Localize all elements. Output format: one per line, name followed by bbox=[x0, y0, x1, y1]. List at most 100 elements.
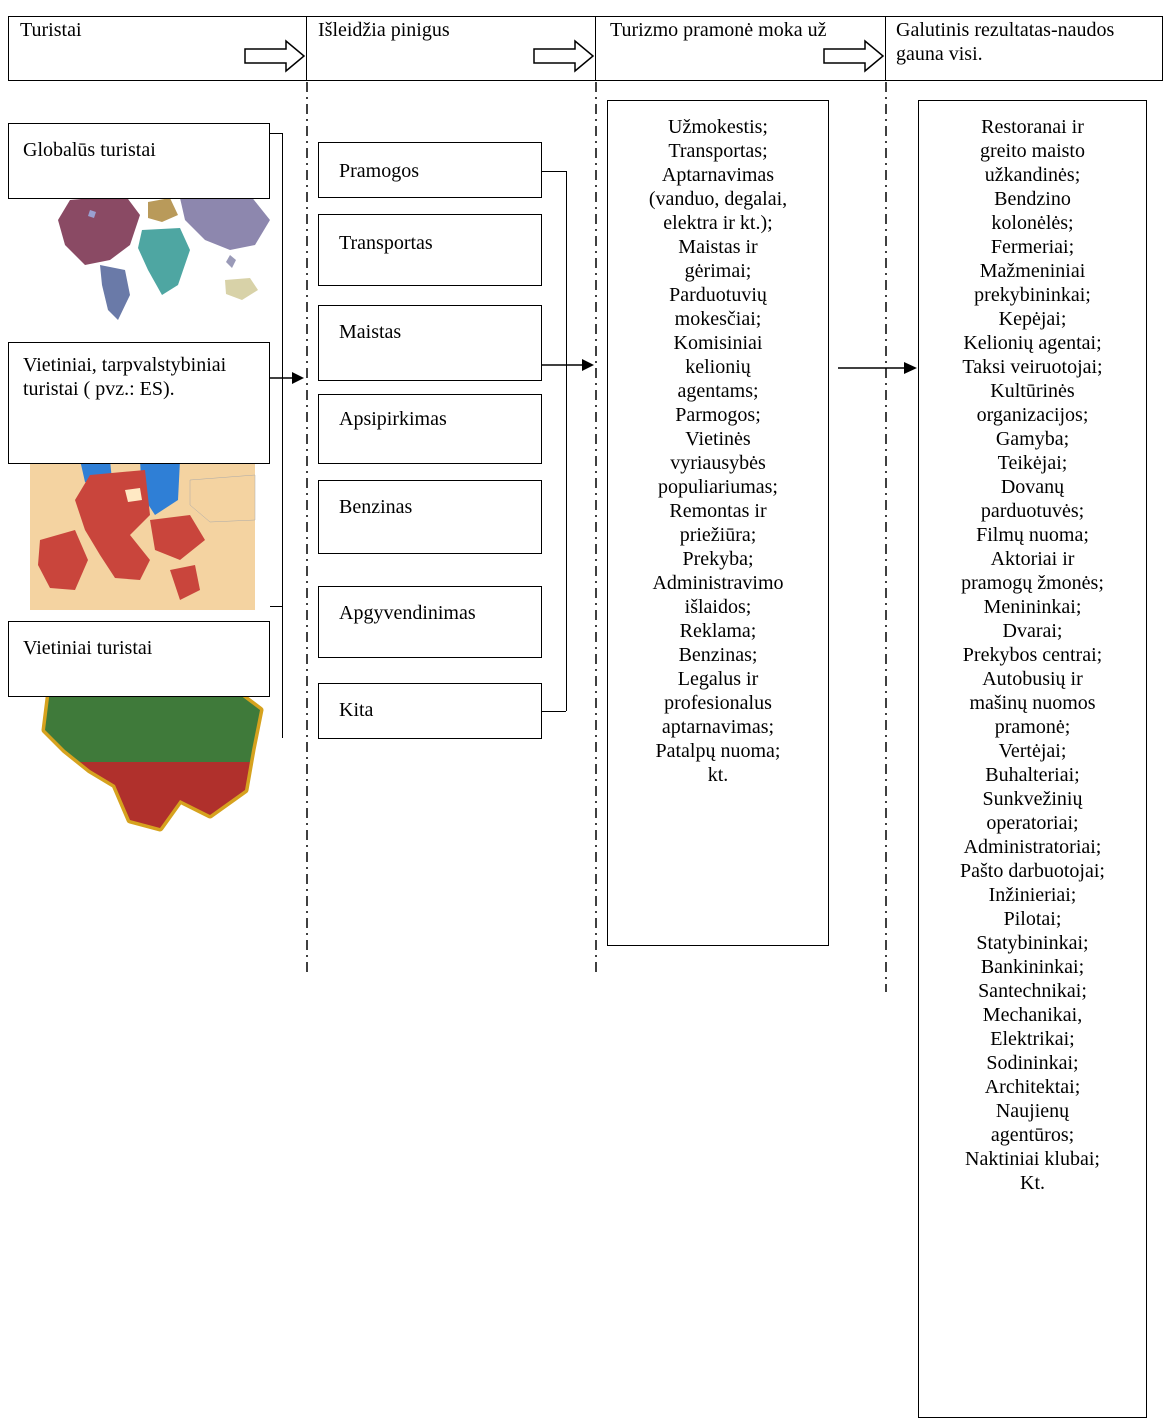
industry-item: Patalpų nuoma; bbox=[655, 740, 781, 762]
beneficiary-item: Taksi veiruotojai; bbox=[962, 356, 1103, 378]
spending-bracket-bottom bbox=[542, 711, 566, 712]
industry-arrow-icon bbox=[838, 362, 917, 374]
spending-bracket-vertical bbox=[566, 171, 567, 711]
beneficiary-item: Bendzino bbox=[994, 188, 1071, 210]
industry-item: Užmokestis; bbox=[668, 116, 768, 138]
industry-item: Reklama; bbox=[679, 620, 757, 642]
beneficiary-item: Kultūrinės bbox=[990, 380, 1075, 402]
beneficiary-item: pramonė; bbox=[994, 716, 1071, 738]
industry-item: aptarnavimas; bbox=[661, 716, 775, 738]
industry-item: kelionių bbox=[685, 356, 751, 378]
beneficiary-item: Santechnikai; bbox=[978, 980, 1087, 1002]
beneficiary-item: kolonėlės; bbox=[991, 212, 1074, 234]
industry-item: profesionalus bbox=[664, 692, 772, 714]
header-divider-2 bbox=[595, 16, 596, 81]
tourist-arrow-icon bbox=[270, 372, 304, 384]
industry-item: Maistas ir bbox=[678, 236, 758, 258]
spending-box-accommodation: Apgyvendinimas bbox=[318, 586, 542, 658]
europe-map-image bbox=[30, 460, 256, 610]
header-divider-3 bbox=[885, 16, 886, 81]
beneficiary-item: agentūros; bbox=[990, 1124, 1075, 1146]
beneficiary-item: Naujienų bbox=[995, 1100, 1070, 1122]
tourist-box-local: Vietiniai turistai bbox=[8, 621, 270, 697]
beneficiary-item: Architektai; bbox=[984, 1076, 1081, 1098]
header-row bbox=[8, 16, 1163, 81]
spending-box-other: Kita bbox=[318, 683, 542, 739]
beneficiary-item: organizacijos; bbox=[976, 404, 1089, 426]
beneficiary-item: pramogų žmonės; bbox=[961, 572, 1104, 594]
industry-item: populiariumas; bbox=[658, 476, 778, 498]
industry-item: Prekyba; bbox=[682, 548, 754, 570]
industry-item: Remontas ir bbox=[669, 500, 767, 522]
beneficiary-item: Gamyba; bbox=[995, 428, 1070, 450]
beneficiary-item: Naktiniai klubai; bbox=[965, 1148, 1100, 1170]
separator-3 bbox=[885, 82, 887, 992]
header-divider-1 bbox=[306, 16, 307, 81]
beneficiary-item: Mechanikai, bbox=[982, 1004, 1083, 1026]
industry-item: Legalus ir bbox=[677, 668, 759, 690]
beneficiary-item: greito maisto bbox=[980, 140, 1085, 162]
beneficiary-item: Restoranai ir bbox=[981, 116, 1084, 138]
separator-2 bbox=[595, 82, 597, 972]
tourist-box-global-label: Globalūs turistai bbox=[23, 139, 156, 161]
beneficiary-item: Autobusių ir bbox=[982, 668, 1083, 690]
industry-item: Administravimo bbox=[652, 572, 784, 594]
tourist-bracket-bottom bbox=[270, 606, 282, 607]
industry-item: Aptarnavimas bbox=[661, 164, 775, 186]
beneficiary-item: parduotuvės; bbox=[980, 500, 1085, 522]
spending-label-shopping: Apsipirkimas bbox=[339, 408, 447, 430]
beneficiary-item: prekybininkai; bbox=[974, 284, 1091, 306]
header-col-industry: Turizmo pramonė moka už bbox=[610, 19, 827, 41]
beneficiary-item: Buhalteriai; bbox=[985, 764, 1080, 786]
industry-item: elektra ir kt.); bbox=[663, 212, 773, 234]
beneficiary-item: Sunkvežinių bbox=[982, 788, 1083, 810]
beneficiary-item: operatoriai; bbox=[986, 812, 1079, 834]
beneficiary-item: užkandinės; bbox=[984, 164, 1081, 186]
beneficiary-item: Kelionių agentai; bbox=[963, 332, 1102, 354]
spending-label-fuel: Benzinas bbox=[339, 496, 413, 518]
beneficiary-item: Vertėjai; bbox=[998, 740, 1067, 762]
beneficiary-item: Prekybos centrai; bbox=[962, 644, 1103, 666]
tourist-box-cross-border-label: Vietiniai, tarpvalstybiniai turistai ( p… bbox=[23, 354, 227, 400]
header-col-result: Galutinis rezultatas-naudos gauna visi. bbox=[896, 19, 1115, 65]
beneficiary-item: Aktoriai ir bbox=[990, 548, 1075, 570]
spending-box-food: Maistas bbox=[318, 305, 542, 381]
tourist-box-cross-border: Vietiniai, tarpvalstybiniai turistai ( p… bbox=[8, 342, 270, 464]
industry-item: kt. bbox=[707, 764, 729, 786]
beneficiary-item: Elektrikai; bbox=[990, 1028, 1075, 1050]
industry-item: mokesčiai; bbox=[674, 308, 762, 330]
beneficiary-item: Dovanų bbox=[1000, 476, 1065, 498]
spending-label-transport: Transportas bbox=[339, 232, 433, 254]
beneficiary-item: Dvarai; bbox=[1002, 620, 1063, 642]
industry-item: gėrimai; bbox=[684, 260, 752, 282]
header-arrow-1-icon bbox=[244, 39, 306, 73]
beneficiary-item: Pašto darbuotojai; bbox=[960, 860, 1105, 882]
beneficiary-item: Inžinieriai; bbox=[988, 884, 1077, 906]
beneficiary-item: Fermeriai; bbox=[990, 236, 1075, 258]
tourist-box-local-label: Vietiniai turistai bbox=[23, 637, 153, 659]
beneficiaries-box: Restoranai ir greito maisto užkandinės; … bbox=[918, 100, 1147, 1418]
header-arrow-3-icon bbox=[823, 39, 885, 73]
beneficiary-item: Bankininkai; bbox=[980, 956, 1085, 978]
separator-1 bbox=[306, 82, 308, 972]
beneficiary-item: Mažmeniniai bbox=[979, 260, 1086, 282]
header-arrow-2-icon bbox=[533, 39, 595, 73]
industry-item: agentams; bbox=[677, 380, 759, 402]
spending-label-accommodation: Apgyvendinimas bbox=[339, 602, 476, 624]
industry-item: Komisiniai bbox=[673, 332, 763, 354]
spending-label-entertainment: Pramogos bbox=[339, 160, 419, 182]
beneficiary-item: Kepėjai; bbox=[998, 308, 1067, 330]
industry-item: Vietinės bbox=[685, 428, 751, 450]
industry-item: Parmogos; bbox=[675, 404, 761, 426]
beneficiary-item: Filmų nuoma; bbox=[976, 524, 1089, 546]
industry-item: vyriausybės bbox=[670, 452, 766, 474]
spending-label-other: Kita bbox=[339, 699, 374, 721]
beneficiary-item: Pilotai; bbox=[1003, 908, 1062, 930]
spending-box-shopping: Apsipirkimas bbox=[318, 394, 542, 464]
industry-item: Benzinas; bbox=[678, 644, 758, 666]
industry-item: Parduotuvių bbox=[669, 284, 767, 306]
spending-bracket-top bbox=[542, 171, 566, 172]
spending-arrow-icon bbox=[542, 359, 594, 371]
beneficiary-item: Kt. bbox=[1020, 1172, 1045, 1194]
beneficiary-item: Teikėjai; bbox=[997, 452, 1068, 474]
